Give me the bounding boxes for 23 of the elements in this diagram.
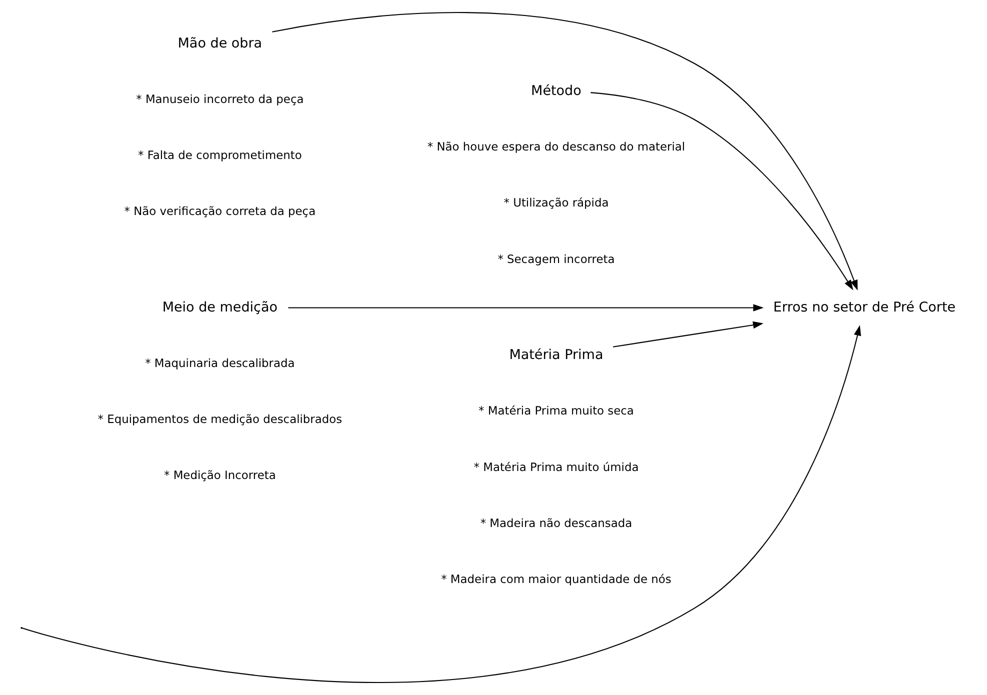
node-text: Mão de obra <box>177 35 262 52</box>
label: * Falta de comprometimento <box>138 148 302 162</box>
arrow <box>288 304 764 312</box>
label: * Não houve espera do descanso do material <box>426 140 685 154</box>
node-text: Método <box>530 83 581 100</box>
label: * Equipamentos de medição descalibrados <box>97 412 342 426</box>
label: * Madeira com maior quantidade de nós <box>440 572 671 586</box>
node-text: Erros no setor de Pré Corte <box>772 299 956 316</box>
label: * Matéria Prima muito úmida <box>473 460 638 474</box>
arrow <box>272 12 858 290</box>
arrow <box>612 321 763 348</box>
label: * Maquinaria descalibrada <box>144 356 294 370</box>
label: * Madeira não descansada <box>480 516 632 530</box>
label: * Matéria Prima muito seca <box>478 404 634 418</box>
node-text: Matéria Prima <box>508 347 603 364</box>
arrow <box>590 92 853 290</box>
arrow <box>21 325 861 683</box>
label: * Utilização rápida <box>503 196 608 210</box>
node-text: Meio de medição <box>162 299 278 316</box>
label: * Medição Incorreta <box>164 468 276 482</box>
label: * Não verificação correta da peça <box>124 204 316 218</box>
label: * Secagem incorreta <box>497 252 614 266</box>
label: * Manuseio incorreto da peça <box>136 92 304 106</box>
